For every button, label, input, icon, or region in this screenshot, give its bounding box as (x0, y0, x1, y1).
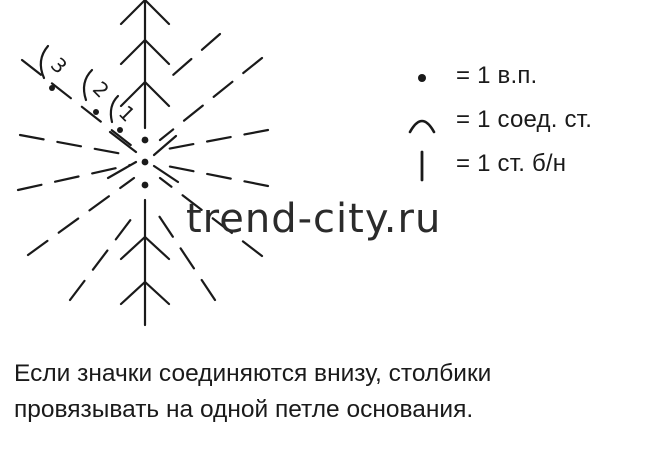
legend-text-single-crochet: = 1 ст. б/н (456, 150, 567, 177)
legend-row-slip-stitch: = 1 соед. ст. (402, 102, 642, 146)
legend-row-single-crochet: = 1 ст. б/н (402, 146, 642, 190)
dot-icon (418, 74, 426, 82)
watermark: trend-city.ru (186, 196, 442, 242)
legend: = 1 в.п. = 1 соед. ст. = 1 ст. б/н (402, 58, 642, 190)
round-number-1: 1 (114, 101, 140, 127)
vertical-stroke-icon (420, 150, 424, 182)
caption-line-2: провязывать на одной петле основания. (14, 396, 474, 423)
top-stitch-column (119, 0, 171, 130)
left-dashed-rays (16, 58, 140, 302)
legend-text-slip-stitch: = 1 соед. ст. (456, 106, 593, 133)
right-dashed-rays (152, 32, 270, 302)
round-number-2: 2 (88, 77, 114, 103)
caption: Если значки соединяются внизу, столбики … (14, 356, 491, 428)
center-chain-dots (141, 136, 149, 189)
legend-text-chain: = 1 в.п. (456, 62, 538, 89)
arc-icon (408, 119, 436, 134)
round-number-3: 3 (46, 53, 72, 79)
caption-line-1: Если значки соединяются внизу, столбики (14, 360, 492, 387)
bottom-stitch-column (119, 198, 171, 327)
legend-row-chain: = 1 в.п. (402, 58, 642, 102)
round-markers: 3 2 1 (39, 44, 140, 133)
